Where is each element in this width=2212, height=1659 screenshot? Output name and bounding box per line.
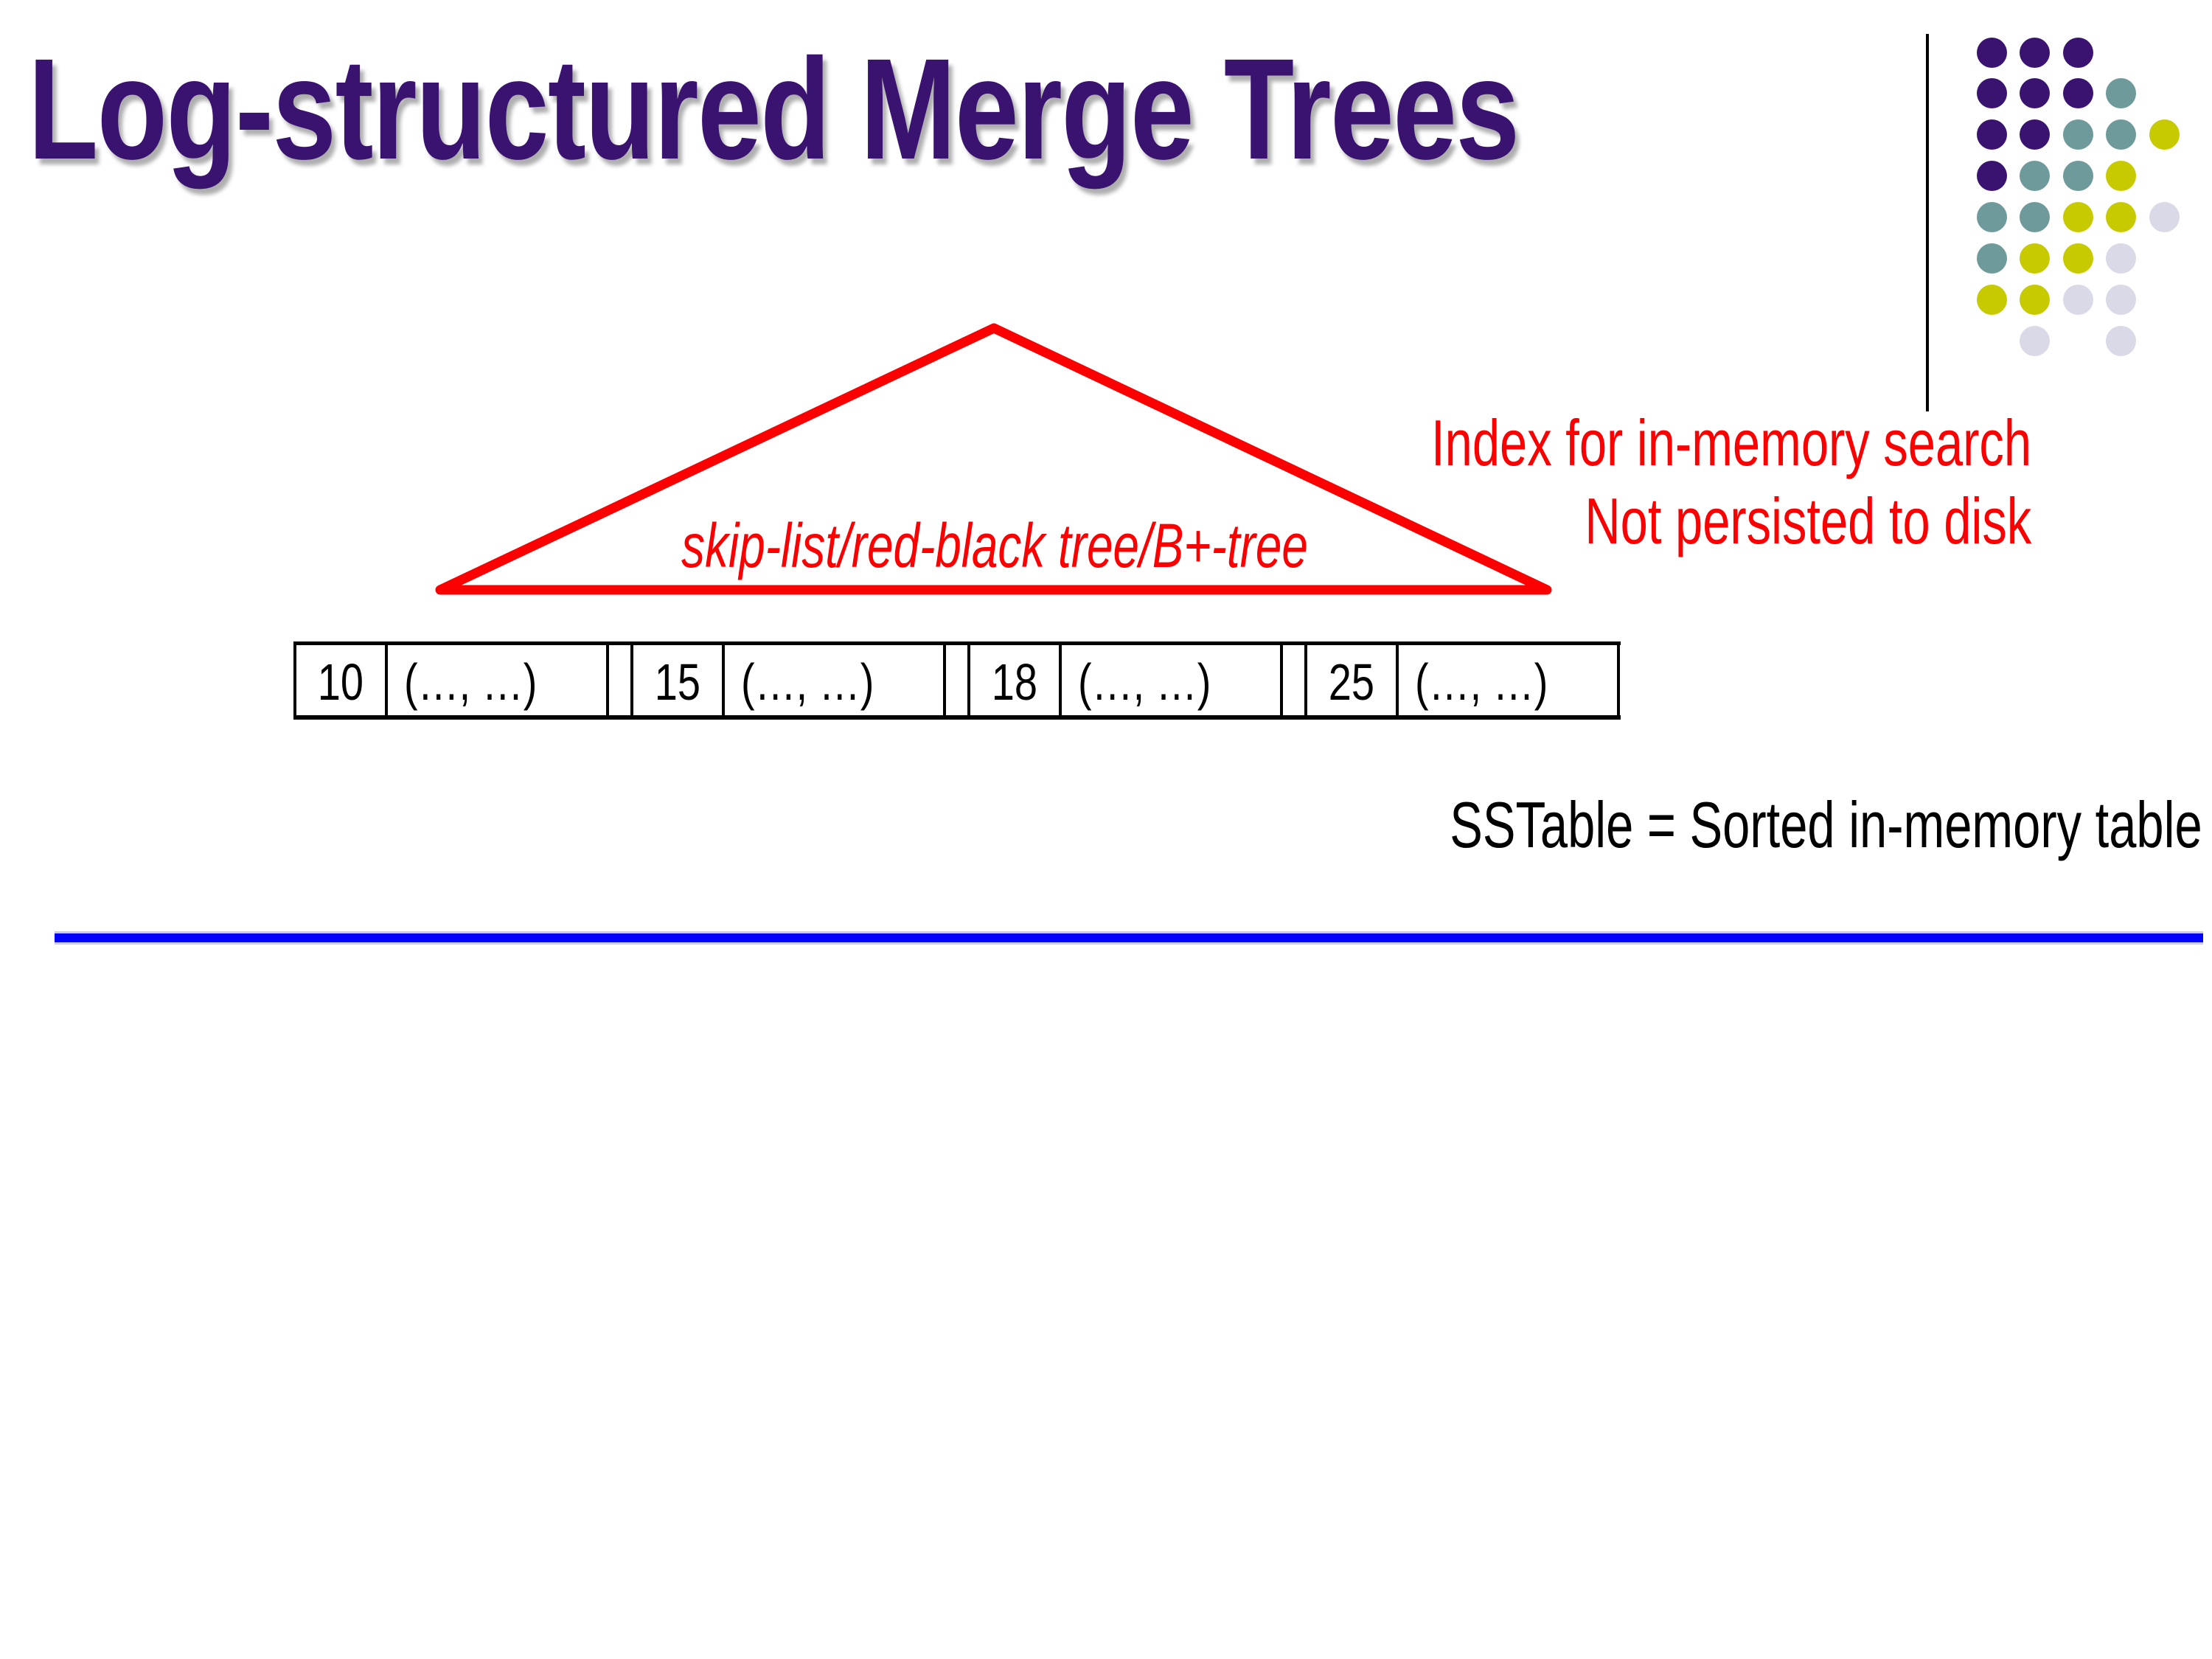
sstable-key-text: 10 xyxy=(317,653,364,711)
sstable-value-text: (…, …) xyxy=(741,653,874,711)
memtable-annotation: Index for in-memory search Not persisted… xyxy=(1242,404,2031,560)
dot xyxy=(2020,243,2050,274)
dot xyxy=(2020,325,2050,356)
dot xyxy=(1976,78,2007,109)
dot xyxy=(2062,284,2093,315)
dot xyxy=(2149,119,2180,150)
dot xyxy=(2020,119,2050,150)
sstable-value-cell: (…, …) xyxy=(725,645,943,715)
dot xyxy=(2020,284,2050,315)
dot xyxy=(1976,202,2007,233)
sstable-value-text: (…, …) xyxy=(1078,653,1211,711)
sstable-group: 10 (…, …) xyxy=(293,645,609,715)
dot xyxy=(2062,78,2093,109)
page-title-text: Log-structured Merge Trees xyxy=(28,29,1520,189)
dot xyxy=(1976,161,2007,192)
dot xyxy=(2149,202,2180,233)
sstable-key-text: 25 xyxy=(1328,653,1375,711)
sstable-key-cell: 25 xyxy=(1307,645,1399,715)
dot xyxy=(2020,78,2050,109)
dot xyxy=(2106,202,2136,233)
sstable-value-cell: (…, …) xyxy=(1399,645,1617,715)
sstable-key-text: 15 xyxy=(654,653,701,711)
dot xyxy=(2062,37,2093,68)
sstable-key-cell: 15 xyxy=(633,645,725,715)
dot xyxy=(2106,161,2136,192)
dot xyxy=(2062,202,2093,233)
sstable-value-cell: (…, …) xyxy=(388,645,606,715)
sstable-key-text: 18 xyxy=(991,653,1038,711)
dot xyxy=(2020,37,2050,68)
sstable-group: 25 (…, …) xyxy=(1304,645,1620,715)
vertical-divider-line xyxy=(1926,34,1929,411)
sstable-table: 10 (…, …) 15 (…, …) 18 (…, …) 25 (…, …) xyxy=(293,641,1621,720)
annotation-line-2: Not persisted to disk xyxy=(1585,484,2031,557)
sstable-value-cell: (…, …) xyxy=(1062,645,1280,715)
sstable-key-cell: 10 xyxy=(296,645,388,715)
dot xyxy=(2020,202,2050,233)
sstable-value-text: (…, …) xyxy=(1415,653,1548,711)
sstable-caption: SSTable = Sorted in-memory table xyxy=(1450,788,2202,861)
dot xyxy=(2106,78,2136,109)
dot xyxy=(1976,243,2007,274)
blue-divider-line xyxy=(55,931,2203,945)
annotation-line-1: Index for in-memory search xyxy=(1431,406,2031,479)
dot xyxy=(1976,284,2007,315)
dot xyxy=(2106,325,2136,356)
sstable-value-text: (…, …) xyxy=(404,653,538,711)
dot xyxy=(2062,119,2093,150)
dot xyxy=(2106,119,2136,150)
dot xyxy=(2062,243,2093,274)
dot xyxy=(2106,284,2136,315)
page-title: Log-structured Merge Trees xyxy=(28,27,1891,192)
sstable-group: 18 (…, …) xyxy=(967,645,1283,715)
dot xyxy=(1976,119,2007,150)
dot xyxy=(2106,243,2136,274)
sstable-group: 15 (…, …) xyxy=(630,645,946,715)
dot xyxy=(2062,161,2093,192)
dot xyxy=(1976,37,2007,68)
sstable-key-cell: 18 xyxy=(970,645,1062,715)
triangle-label: skip-list/red-black tree/B+-tree xyxy=(681,511,1308,580)
dot xyxy=(2020,161,2050,192)
